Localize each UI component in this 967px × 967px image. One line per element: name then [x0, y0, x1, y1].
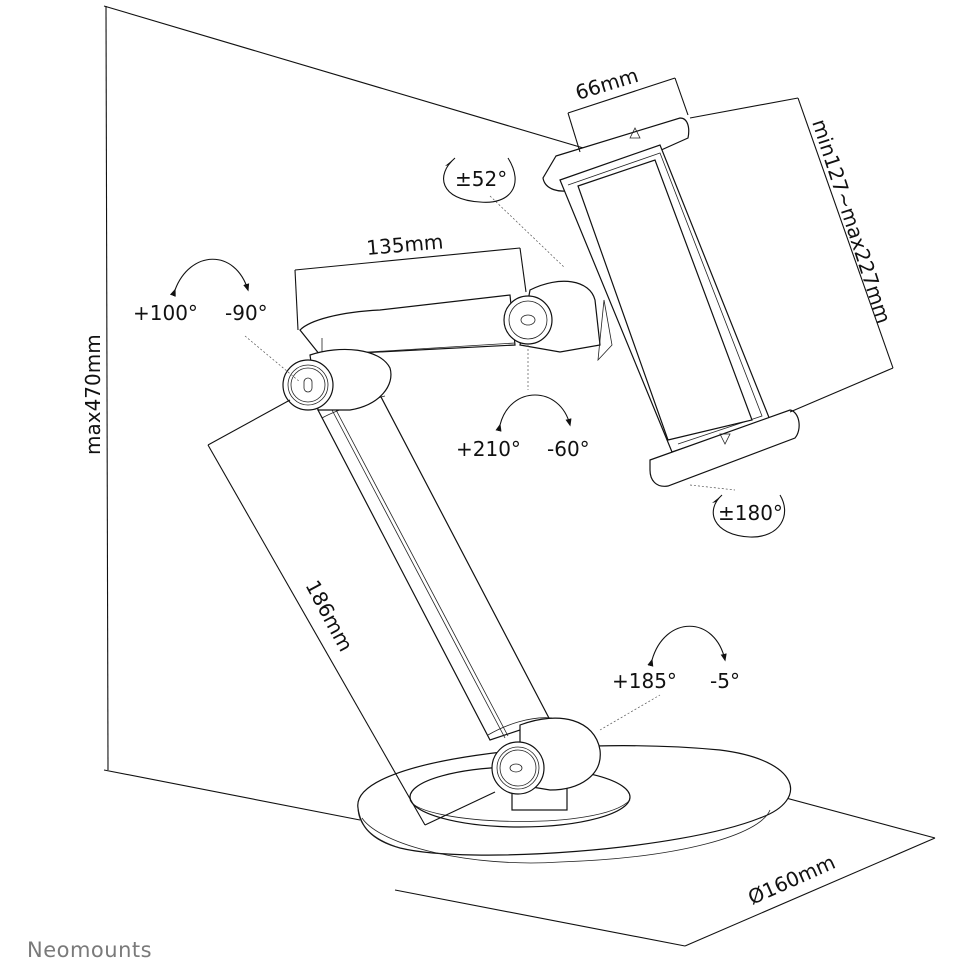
head-joint — [503, 280, 601, 353]
elbow-rotation-arrow-icon — [169, 258, 250, 297]
spin-rotation-arrow-icon — [712, 494, 786, 538]
elbow-negative-label: -90° — [225, 301, 268, 325]
upper-arm-length-label: 135mm — [365, 229, 444, 260]
elbow-positive-label: +100° — [133, 301, 198, 325]
base-positive-label: +185° — [612, 669, 677, 693]
base-diameter-line — [684, 837, 936, 947]
tilt-rotation-arrow-icon — [443, 157, 516, 203]
elbow-joint — [282, 348, 392, 411]
upper-arm — [299, 294, 516, 356]
head-positive-label: +210° — [456, 437, 521, 461]
floor-front-edge — [394, 889, 686, 947]
base-diameter-label: Ø160mm — [744, 850, 839, 910]
holder-tilt-label: ±52° — [455, 167, 507, 191]
base-joint — [491, 717, 601, 795]
dimension-lines — [207, 77, 894, 826]
total-height-label: max470mm — [81, 334, 105, 455]
head-rotation-arrow-icon — [495, 394, 572, 432]
lower-arm-length-label: 186mm — [301, 576, 358, 655]
base-negative-label: -5° — [710, 669, 740, 693]
holder-width-label: 66mm — [572, 63, 641, 105]
tablet-holder — [542, 117, 800, 487]
holder-spin-label: ±180° — [718, 501, 783, 525]
head-negative-label: -60° — [547, 437, 590, 461]
base-rotation-arrow-icon — [647, 625, 727, 667]
wall-top-edge — [103, 5, 591, 151]
brand-logo: Neomounts — [27, 938, 152, 962]
base — [357, 745, 792, 864]
tablet-range-label: min127~max227mm — [807, 116, 896, 326]
height-dimension-line — [105, 5, 109, 771]
floor-left-edge — [103, 769, 361, 821]
rotation-arcs — [169, 157, 786, 667]
